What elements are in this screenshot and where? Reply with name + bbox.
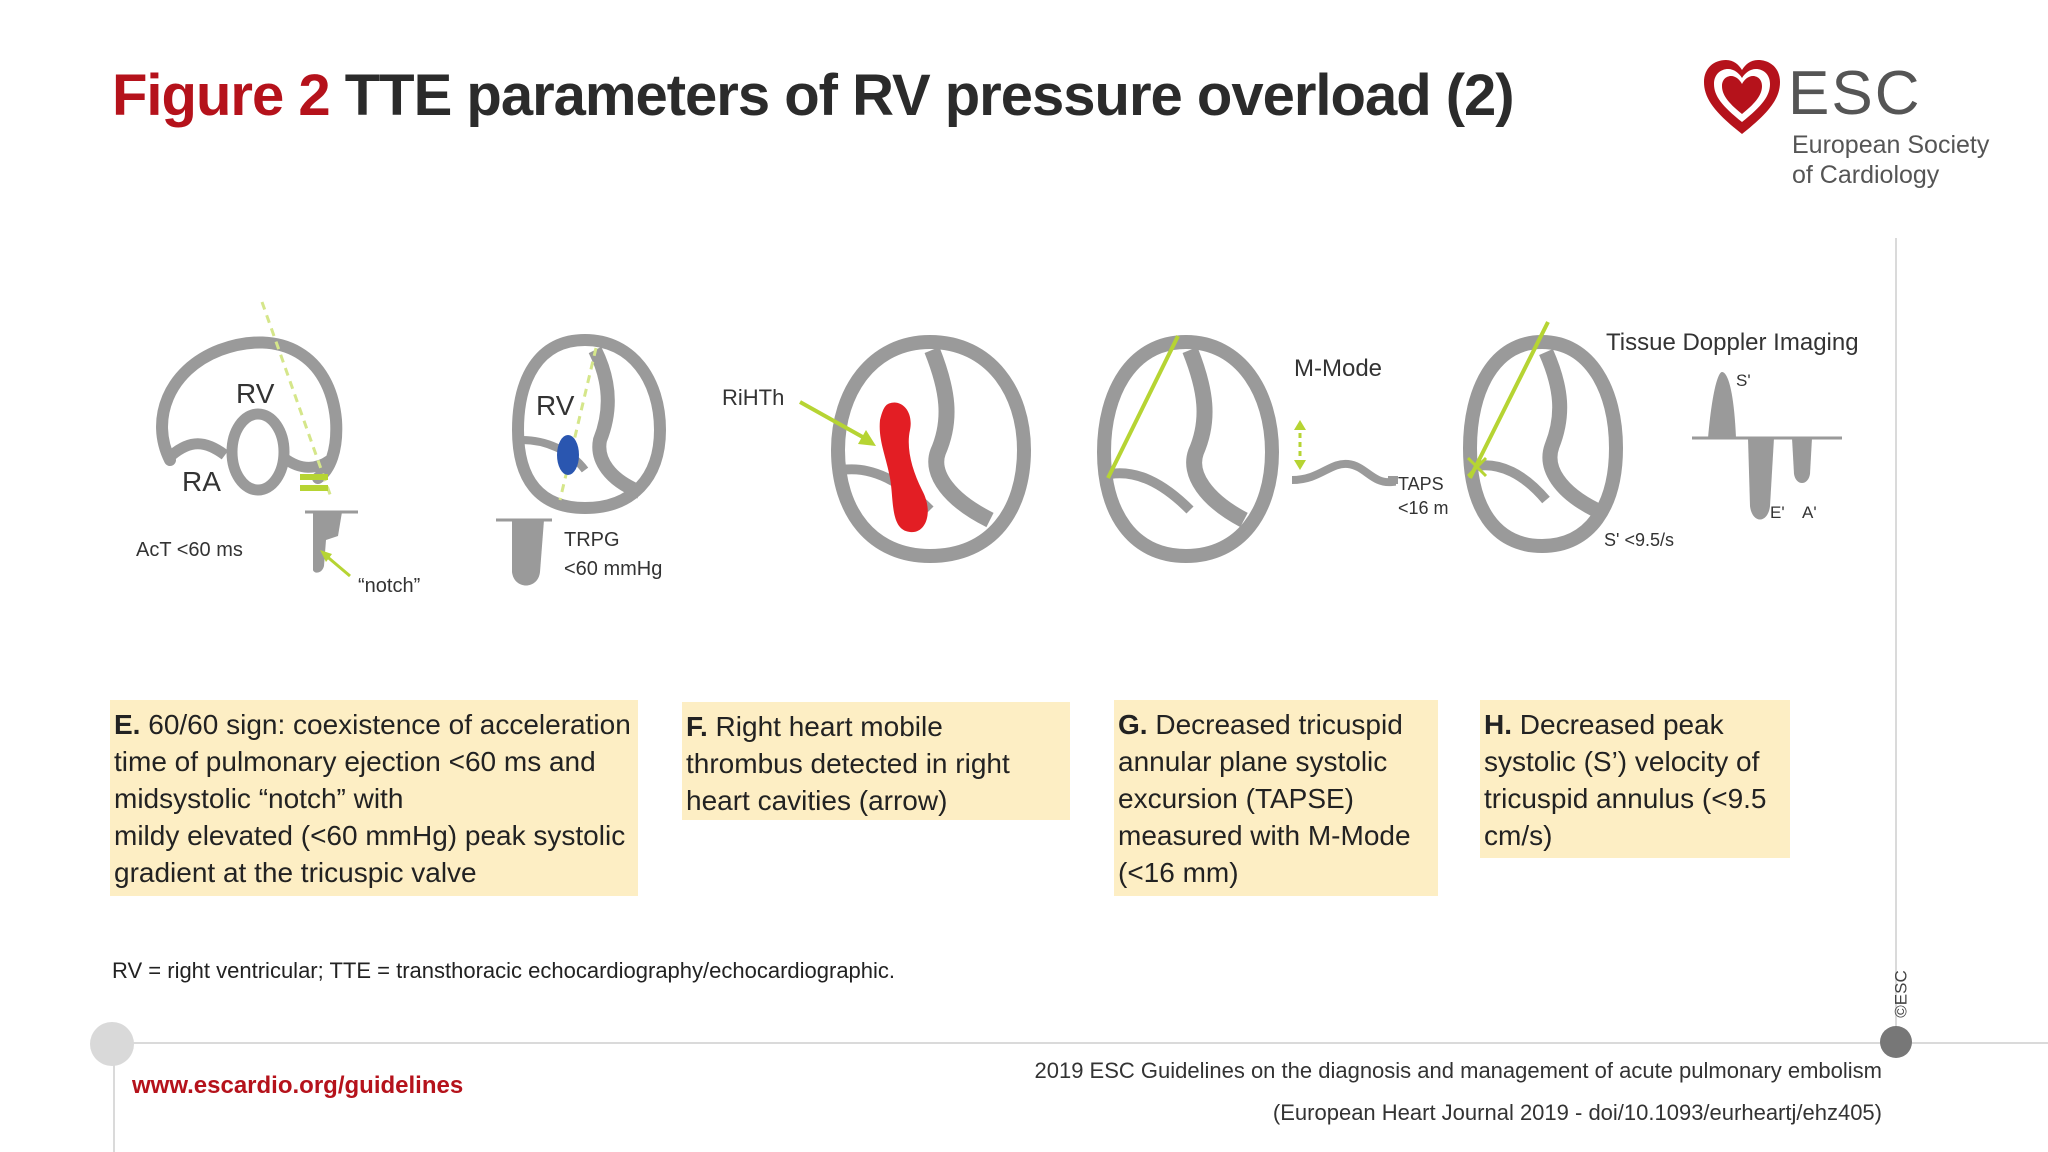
label-act: AcT <60 ms	[136, 539, 243, 561]
label-taps: TAPS	[1398, 474, 1444, 494]
heart-diagram-f: RiHTh	[722, 334, 1032, 564]
label-trpg: TRPG	[564, 529, 620, 551]
label-tdi: Tissue Doppler Imaging	[1606, 329, 1859, 356]
label-s: S'	[1736, 371, 1751, 390]
heart-diagram-e1: RV RA AcT <60 ms “notch”	[136, 301, 420, 597]
guidelines-link[interactable]: www.escardio.org/guidelines	[132, 1072, 464, 1099]
caption-g-text: Decreased tricuspid annular plane systol…	[1118, 709, 1411, 888]
label-ra: RA	[182, 466, 221, 497]
caption-e-letter: E.	[114, 709, 141, 740]
citation-title: 2019 ESC Guidelines on the diagnosis and…	[1034, 1058, 1882, 1083]
copyright-text: ©ESC	[1891, 970, 1911, 1018]
label-rihth: RiHTh	[722, 385, 784, 410]
caption-e: E. 60/60 sign: coexistence of accelerati…	[110, 700, 638, 896]
heart-diagram-g: M-Mode TAPS <16 m	[1096, 334, 1449, 564]
abbreviation-footnote: RV = right ventricular; TTE = transthora…	[112, 958, 896, 983]
label-a: A'	[1802, 503, 1817, 522]
caption-g: G. Decreased tricuspid annular plane sys…	[1114, 700, 1438, 896]
caption-f-text: Right heart mobile thrombus detected in …	[686, 711, 1010, 816]
label-e: E'	[1770, 503, 1785, 522]
label-mmode: M-Mode	[1294, 355, 1382, 382]
caption-h: H. Decreased peak systolic (S’) velocity…	[1480, 700, 1790, 858]
label-notch: “notch”	[358, 575, 420, 597]
footer-left-dot	[90, 1022, 134, 1066]
caption-g-letter: G.	[1118, 709, 1148, 740]
heart-diagram-e2: RV TRPG <60 mmHg	[496, 333, 667, 586]
caption-e-text: 60/60 sign: coexistence of acceleration …	[114, 709, 631, 888]
label-rv-e1: RV	[236, 378, 275, 409]
logo-abbr: ESC	[1788, 59, 1922, 128]
figure-title: TTE parameters of RV pressure overload (…	[344, 63, 1515, 128]
right-divider	[1895, 238, 1897, 1038]
caption-f-letter: F.	[686, 711, 708, 742]
footer-right-dot	[1880, 1026, 1912, 1058]
heart-logo-icon	[1704, 60, 1780, 134]
figure-number: Figure 2	[112, 63, 331, 128]
heart-diagram-h: Tissue Doppler Imaging S' E' A' S' <9.5/…	[1462, 321, 1859, 554]
footer-left-line	[113, 1060, 115, 1152]
footer-divider	[112, 1042, 2048, 1044]
caption-h-text: Decreased peak systolic (S’) velocity of…	[1484, 709, 1767, 851]
copyright-mark: ©ESC	[1892, 960, 1928, 1030]
label-taps-value: <16 m	[1398, 498, 1449, 518]
page-title: Figure 2 TTE parameters of RV pressure o…	[112, 62, 1515, 129]
echo-illustrations: RV RA AcT <60 ms “notch” RV TRPG <60 mmH…	[136, 301, 1859, 597]
label-s-value: S' <9.5/s	[1604, 530, 1674, 550]
logo-line2: of Cardiology	[1792, 161, 1940, 189]
label-rv-e2: RV	[536, 390, 575, 421]
label-trpg-value: <60 mmHg	[564, 558, 662, 580]
citation-doi: (European Heart Journal 2019 - doi/10.10…	[1272, 1100, 1882, 1125]
caption-h-letter: H.	[1484, 709, 1512, 740]
caption-f: F. Right heart mobile thrombus detected …	[682, 702, 1070, 820]
logo-line1: European Society	[1792, 131, 1990, 159]
